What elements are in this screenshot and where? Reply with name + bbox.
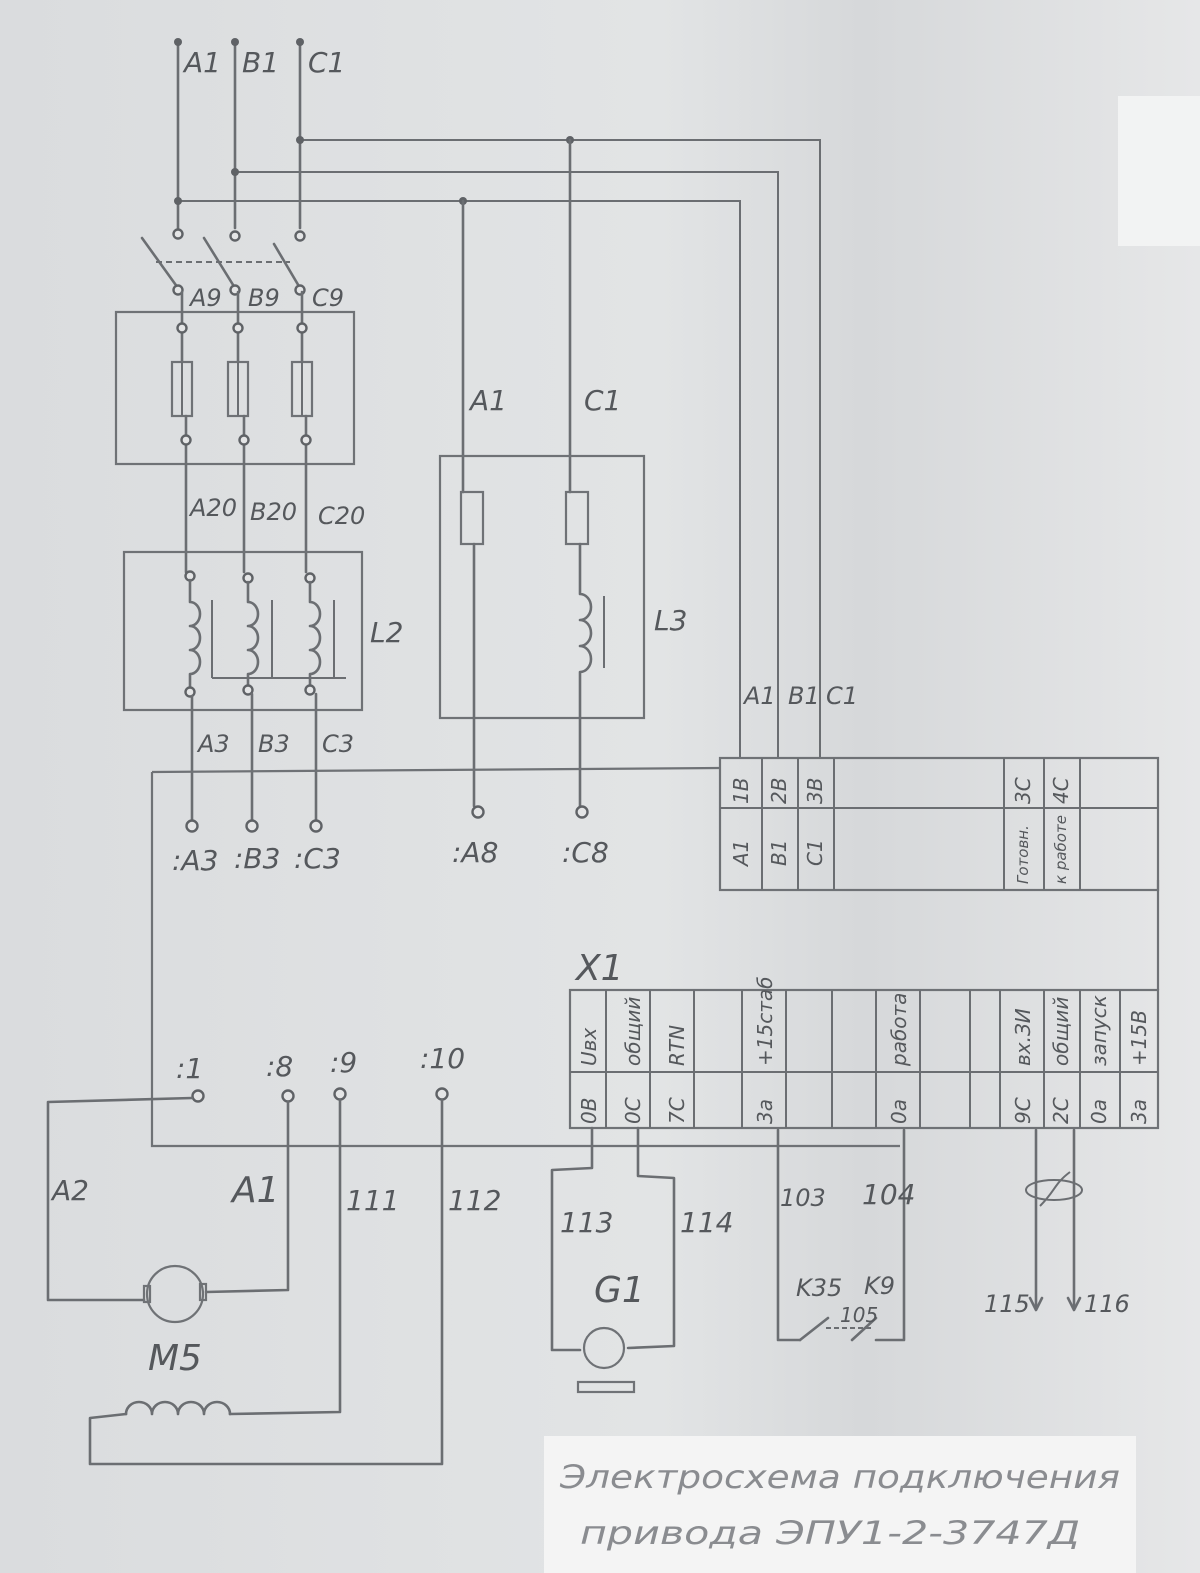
breaker-out-label-c: C9: [312, 284, 344, 312]
terminal-label-c8: :C8: [562, 836, 609, 869]
terminal-label-b3: :B3: [234, 842, 280, 875]
x1-top-2: общий: [621, 997, 645, 1066]
x1-bottom-11: 0а: [1087, 1099, 1111, 1124]
reactor-out-wires: [190, 692, 318, 822]
fuse-out-label-b: B20: [250, 498, 297, 526]
terminal-block-x1: [568, 988, 1160, 1130]
terminal-label-a8: :A8: [452, 836, 498, 869]
x1-top-3: RTN: [665, 1025, 689, 1066]
contact-label-k9: K9: [864, 1272, 895, 1300]
block1-bottom-3: C1: [803, 839, 827, 866]
fuse-block: [114, 290, 356, 574]
wire-label-a1: A1: [230, 1170, 280, 1211]
x1-top-12: +15В: [1127, 1010, 1151, 1066]
wire-label-105: 105: [840, 1303, 878, 1327]
block1-bottom-2: B1: [767, 840, 791, 866]
cabinet-terminal-row: [185, 805, 589, 833]
block1-top-2: 2B: [767, 778, 791, 804]
reactor-l3-branch: [438, 138, 646, 808]
x1-bottom-10: 2С: [1049, 1097, 1073, 1124]
x1-top-10: общий: [1049, 997, 1073, 1066]
terminal-label-a3: :A3: [172, 844, 218, 877]
terminal-label-c3: :C3: [294, 842, 341, 875]
reactor-out-label-b: B3: [258, 730, 290, 758]
reactor-l2-label: L2: [370, 616, 403, 649]
supply-label-a: A1: [182, 46, 221, 79]
field-terminal-9: :9: [330, 1046, 357, 1079]
caption-text: Электросхема подключения привода ЭПУ1-2-…: [559, 1458, 1120, 1552]
x1-bottom-1: 0В: [577, 1098, 601, 1124]
supply-label-b: B1: [242, 46, 279, 79]
contacts-k35-k9: [776, 1128, 906, 1342]
tacho-label: G1: [594, 1270, 645, 1311]
block-in-label-c: C1: [826, 682, 858, 710]
twisted-pair: [1025, 1128, 1083, 1312]
caption-line-1: Электросхема подключения: [559, 1458, 1120, 1496]
cabinet-frame: [150, 766, 1160, 1148]
wire-label-115: 115: [984, 1290, 1030, 1318]
wire-label-114: 114: [680, 1206, 733, 1239]
supply-lines: [174, 38, 821, 758]
motor-label: M5: [148, 1338, 202, 1379]
x1-bottom-6: 0а: [887, 1099, 911, 1124]
wire-label-103: 103: [780, 1184, 826, 1212]
reactor-l3-label: L3: [654, 604, 687, 637]
x1-top-6: работа: [887, 993, 911, 1067]
block1-bottom-8: к работе: [1052, 815, 1070, 884]
breaker-out-label-b: B9: [248, 284, 280, 312]
wire-label-104: 104: [862, 1178, 915, 1211]
reactor-out-label-a: A3: [196, 730, 230, 758]
wire-label-112: 112: [448, 1184, 501, 1217]
block1-bottom-7: Готовн.: [1014, 825, 1032, 884]
wire-label-116: 116: [1084, 1290, 1130, 1318]
fuse-out-label-a: A20: [188, 494, 237, 522]
block1-bottom-1: A1: [729, 840, 753, 868]
x1-bottom-9: 9С: [1011, 1097, 1035, 1124]
block-in-label-a: A1: [742, 682, 776, 710]
wire-label-113: 113: [560, 1206, 613, 1239]
block1-top-3: 3B: [803, 778, 827, 804]
block1-top-7: 3C: [1011, 777, 1035, 804]
l3-in-label-a: A1: [468, 384, 507, 417]
x1-bottom-2: 0С: [621, 1097, 645, 1124]
wire-label-111: 111: [346, 1184, 399, 1217]
fuse-out-label-c: C20: [318, 502, 365, 530]
x1-top-9: вх.ЗИ: [1011, 1008, 1035, 1066]
paper-patch: [1118, 96, 1200, 246]
x1-bottom-3: 7С: [665, 1097, 689, 1124]
block1-top-8: 4C: [1049, 777, 1073, 804]
field-terminal-10: :10: [420, 1042, 465, 1075]
block-in-label-b: B1: [788, 682, 820, 710]
l3-in-label-c: C1: [584, 384, 621, 417]
reactor-l2: [122, 550, 364, 712]
x1-top-11: запуск: [1087, 995, 1111, 1066]
tachogenerator-g1: [550, 1126, 676, 1394]
field-terminal-8: :8: [266, 1050, 293, 1083]
x1-label: X1: [574, 948, 624, 989]
field-terminal-1: :1: [176, 1052, 203, 1085]
x1-bottom-4: 3а: [753, 1099, 777, 1124]
motor-m5: [46, 1096, 444, 1466]
x1-top-1: Uвх: [577, 1028, 601, 1066]
wire-label-a2: A2: [50, 1174, 89, 1207]
block1-top-1: 1B: [729, 778, 753, 804]
x1-bottom-12: 3а: [1127, 1099, 1151, 1124]
contact-label-k35: K35: [796, 1274, 842, 1302]
reactor-out-label-c: C3: [322, 730, 354, 758]
x1-top-4: +15стаб: [753, 977, 777, 1066]
terminal-block-1: [718, 756, 1160, 892]
caption-line-2: привода ЭПУ1-2-3747Д: [580, 1514, 1080, 1552]
drawing-caption: Электросхема подключения привода ЭПУ1-2-…: [544, 1436, 1136, 1573]
breaker-out-label-a: A9: [188, 284, 222, 312]
circuit-breaker-q: [140, 228, 306, 296]
field-terminals: [191, 1087, 449, 1103]
supply-label-c: C1: [308, 46, 345, 79]
